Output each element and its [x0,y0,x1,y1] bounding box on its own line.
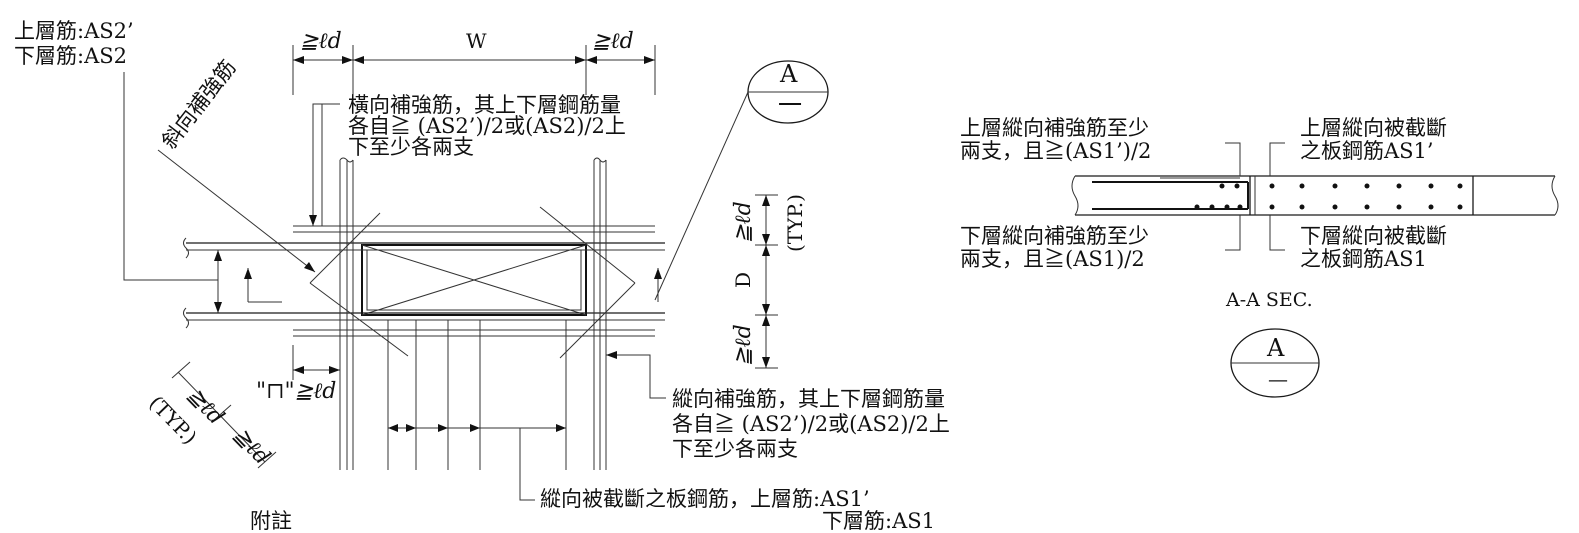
upper-add-line1: 上層縱向補強筋至少 [960,116,1149,140]
top-dimension-line [292,45,656,95]
cut-bar-note-fragment: 附註 [250,509,292,533]
slab-opening [361,244,587,316]
diagonal-reinforcement-bars [309,206,636,359]
lower-add-line2: 兩支，且≧(AS1)/2 [960,247,1145,271]
dim-w: W [466,29,487,53]
slab-section [1071,175,1559,216]
dim-ld-bottom-right: ≧ℓd [731,324,756,366]
cut-bar-note-leader [519,428,535,501]
upper-add-leader [1225,142,1241,176]
lower-add-line1: 下層縱向補強筋至少 [960,224,1149,248]
dim-d: D [731,272,755,288]
diagonal-ld-dimension [171,361,277,469]
upper-add-line2: 兩支，且≧(AS1’)/2 [960,139,1151,163]
lower-add-leader [1225,215,1241,251]
upper-cut-line2: 之板鋼筋AS1’ [1300,139,1434,163]
hook-label: "⊓"≧ℓd [256,379,336,404]
cut-bar-note-line2: 下層筋:AS1 [822,509,935,533]
longitudinal-note-line3: 下至少各兩支 [672,437,798,461]
cut-bar-note-line1: 縱向被截斷之板鋼筋，上層筋:AS1’ [540,487,870,511]
dim-ld-left: ≧ℓd [300,29,342,54]
section-marker-plan-letter: A [779,60,798,88]
section-add-bars [1092,177,1249,210]
cut-slab-bars [387,320,567,470]
transverse-note-line1: 橫向補強筋，其上下層鋼筋量 [348,93,621,117]
longitudinal-note-leader [606,354,666,399]
section-marker-sub: — [1268,367,1288,391]
upper-cut-line1: 上層縱向被截斷 [1300,116,1447,140]
upper-cut-leader [1269,142,1285,176]
plan-view: ≧ℓd W ≧ℓd ≧ℓd (TYP.) D ≧ℓd [14,19,950,533]
diagonal-bar-label: 斜向補強筋 [157,56,241,154]
section-view: 上層縱向補強筋至少 兩支，且≧(AS1’)/2 上層縱向被截斷 之板鋼筋AS1’… [960,116,1559,398]
top-bar-leader [123,72,218,281]
section-title: A-A SEC. [1225,289,1313,311]
right-dimension-line [755,194,778,369]
longitudinal-reinforcement-bars [339,157,607,470]
top-bar-label-line1: 上層筋:AS2’ [14,19,134,43]
section-marker-plan-sub: 一 [778,91,802,119]
diagonal-bar-leader [157,149,316,273]
section-bar-dots [1194,183,1463,210]
transverse-note-line2: 各自≧ (AS2’)/2或(AS2)/2上 [348,114,626,138]
longitudinal-note-line2: 各自≧ (AS2’)/2或(AS2)/2上 [672,412,950,436]
hook-dimension [292,345,340,380]
section-marker [1230,328,1320,398]
transverse-note-leader [312,103,340,226]
transverse-note-line3: 下至少各兩支 [348,135,474,159]
dim-ld-diag-b: ≧ℓd [228,423,275,470]
lower-cut-leader [1269,215,1285,251]
top-bar-label-line2: 下層筋:AS2 [14,44,127,68]
longitudinal-note-line1: 縱向補強筋，其上下層鋼筋量 [672,387,945,411]
dim-typ-right: (TYP.) [783,194,807,252]
left-slab-dimension [214,250,662,313]
lower-cut-line2: 之板鋼筋AS1 [1300,247,1427,271]
dim-ld-top-right: ≧ℓd [731,201,756,243]
section-marker-plan [654,60,829,301]
dim-ld-right: ≧ℓd [592,29,634,54]
lower-cut-line1: 下層縱向被截斷 [1300,224,1447,248]
section-marker-letter: A [1266,334,1285,362]
